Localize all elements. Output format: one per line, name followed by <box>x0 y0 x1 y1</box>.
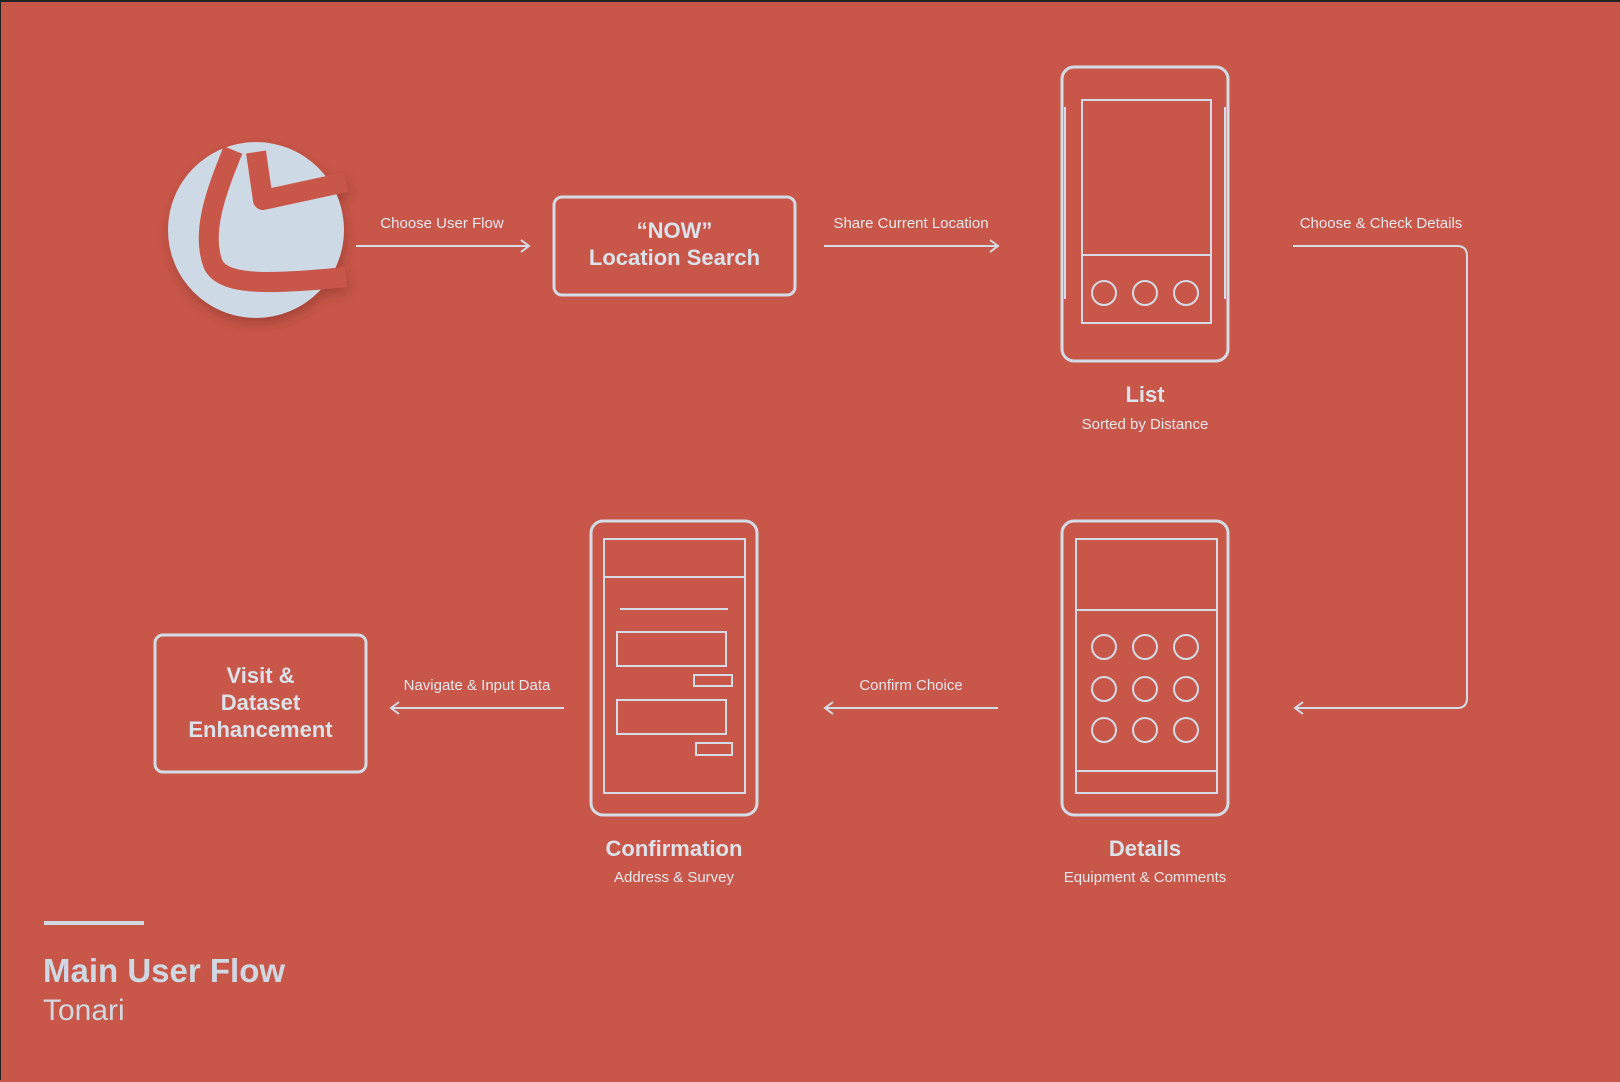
screen-subtitle-details: Equipment & Comments <box>1063 869 1227 886</box>
phone-wireframe-details <box>1060 519 1230 817</box>
arrow-choose-user-flow <box>356 239 531 253</box>
screen-subtitle-confirmation: Address & Survey <box>613 869 735 886</box>
edge-label-navigate-input-data: Navigate & Input Data <box>403 677 551 694</box>
node-now-location-search-box <box>552 195 797 297</box>
edge-label-share-current-location: Share Current Location <box>833 215 989 232</box>
screen-title-details: Details <box>1108 836 1182 861</box>
arrow-confirm-choice <box>823 701 998 715</box>
tonari-logo-icon <box>168 142 349 318</box>
edge-label-confirm-choice: Confirm Choice <box>859 677 963 694</box>
footer-divider <box>44 921 144 925</box>
node-now-line2: Location Search <box>588 245 761 270</box>
arrow-choose-check-details <box>1293 245 1468 715</box>
node-visit-line2: Dataset <box>220 690 301 715</box>
node-visit-dataset-label: Visit & Dataset Enhancement <box>155 662 366 743</box>
page-subtitle: Tonari <box>43 994 125 1027</box>
phone-wireframe-confirmation <box>589 519 759 817</box>
edge-label-choose-check-details: Choose & Check Details <box>1299 215 1463 232</box>
node-visit-line3: Enhancement <box>188 717 333 742</box>
node-visit-dataset-box <box>153 633 368 774</box>
edge-label-choose-user-flow: Choose User Flow <box>380 215 504 232</box>
arrow-navigate-input-data <box>389 701 564 715</box>
screen-title-list: List <box>1125 382 1165 407</box>
node-now-location-search-label: “NOW” Location Search <box>554 217 795 271</box>
node-visit-line1: Visit & <box>226 663 295 688</box>
arrow-share-current-location <box>824 239 1000 253</box>
page-title: Main User Flow <box>43 952 286 989</box>
screen-title-confirmation: Confirmation <box>605 836 743 861</box>
node-now-line1: “NOW” <box>636 218 713 243</box>
screen-subtitle-list: Sorted by Distance <box>1081 416 1209 433</box>
phone-wireframe-list <box>1060 65 1230 363</box>
